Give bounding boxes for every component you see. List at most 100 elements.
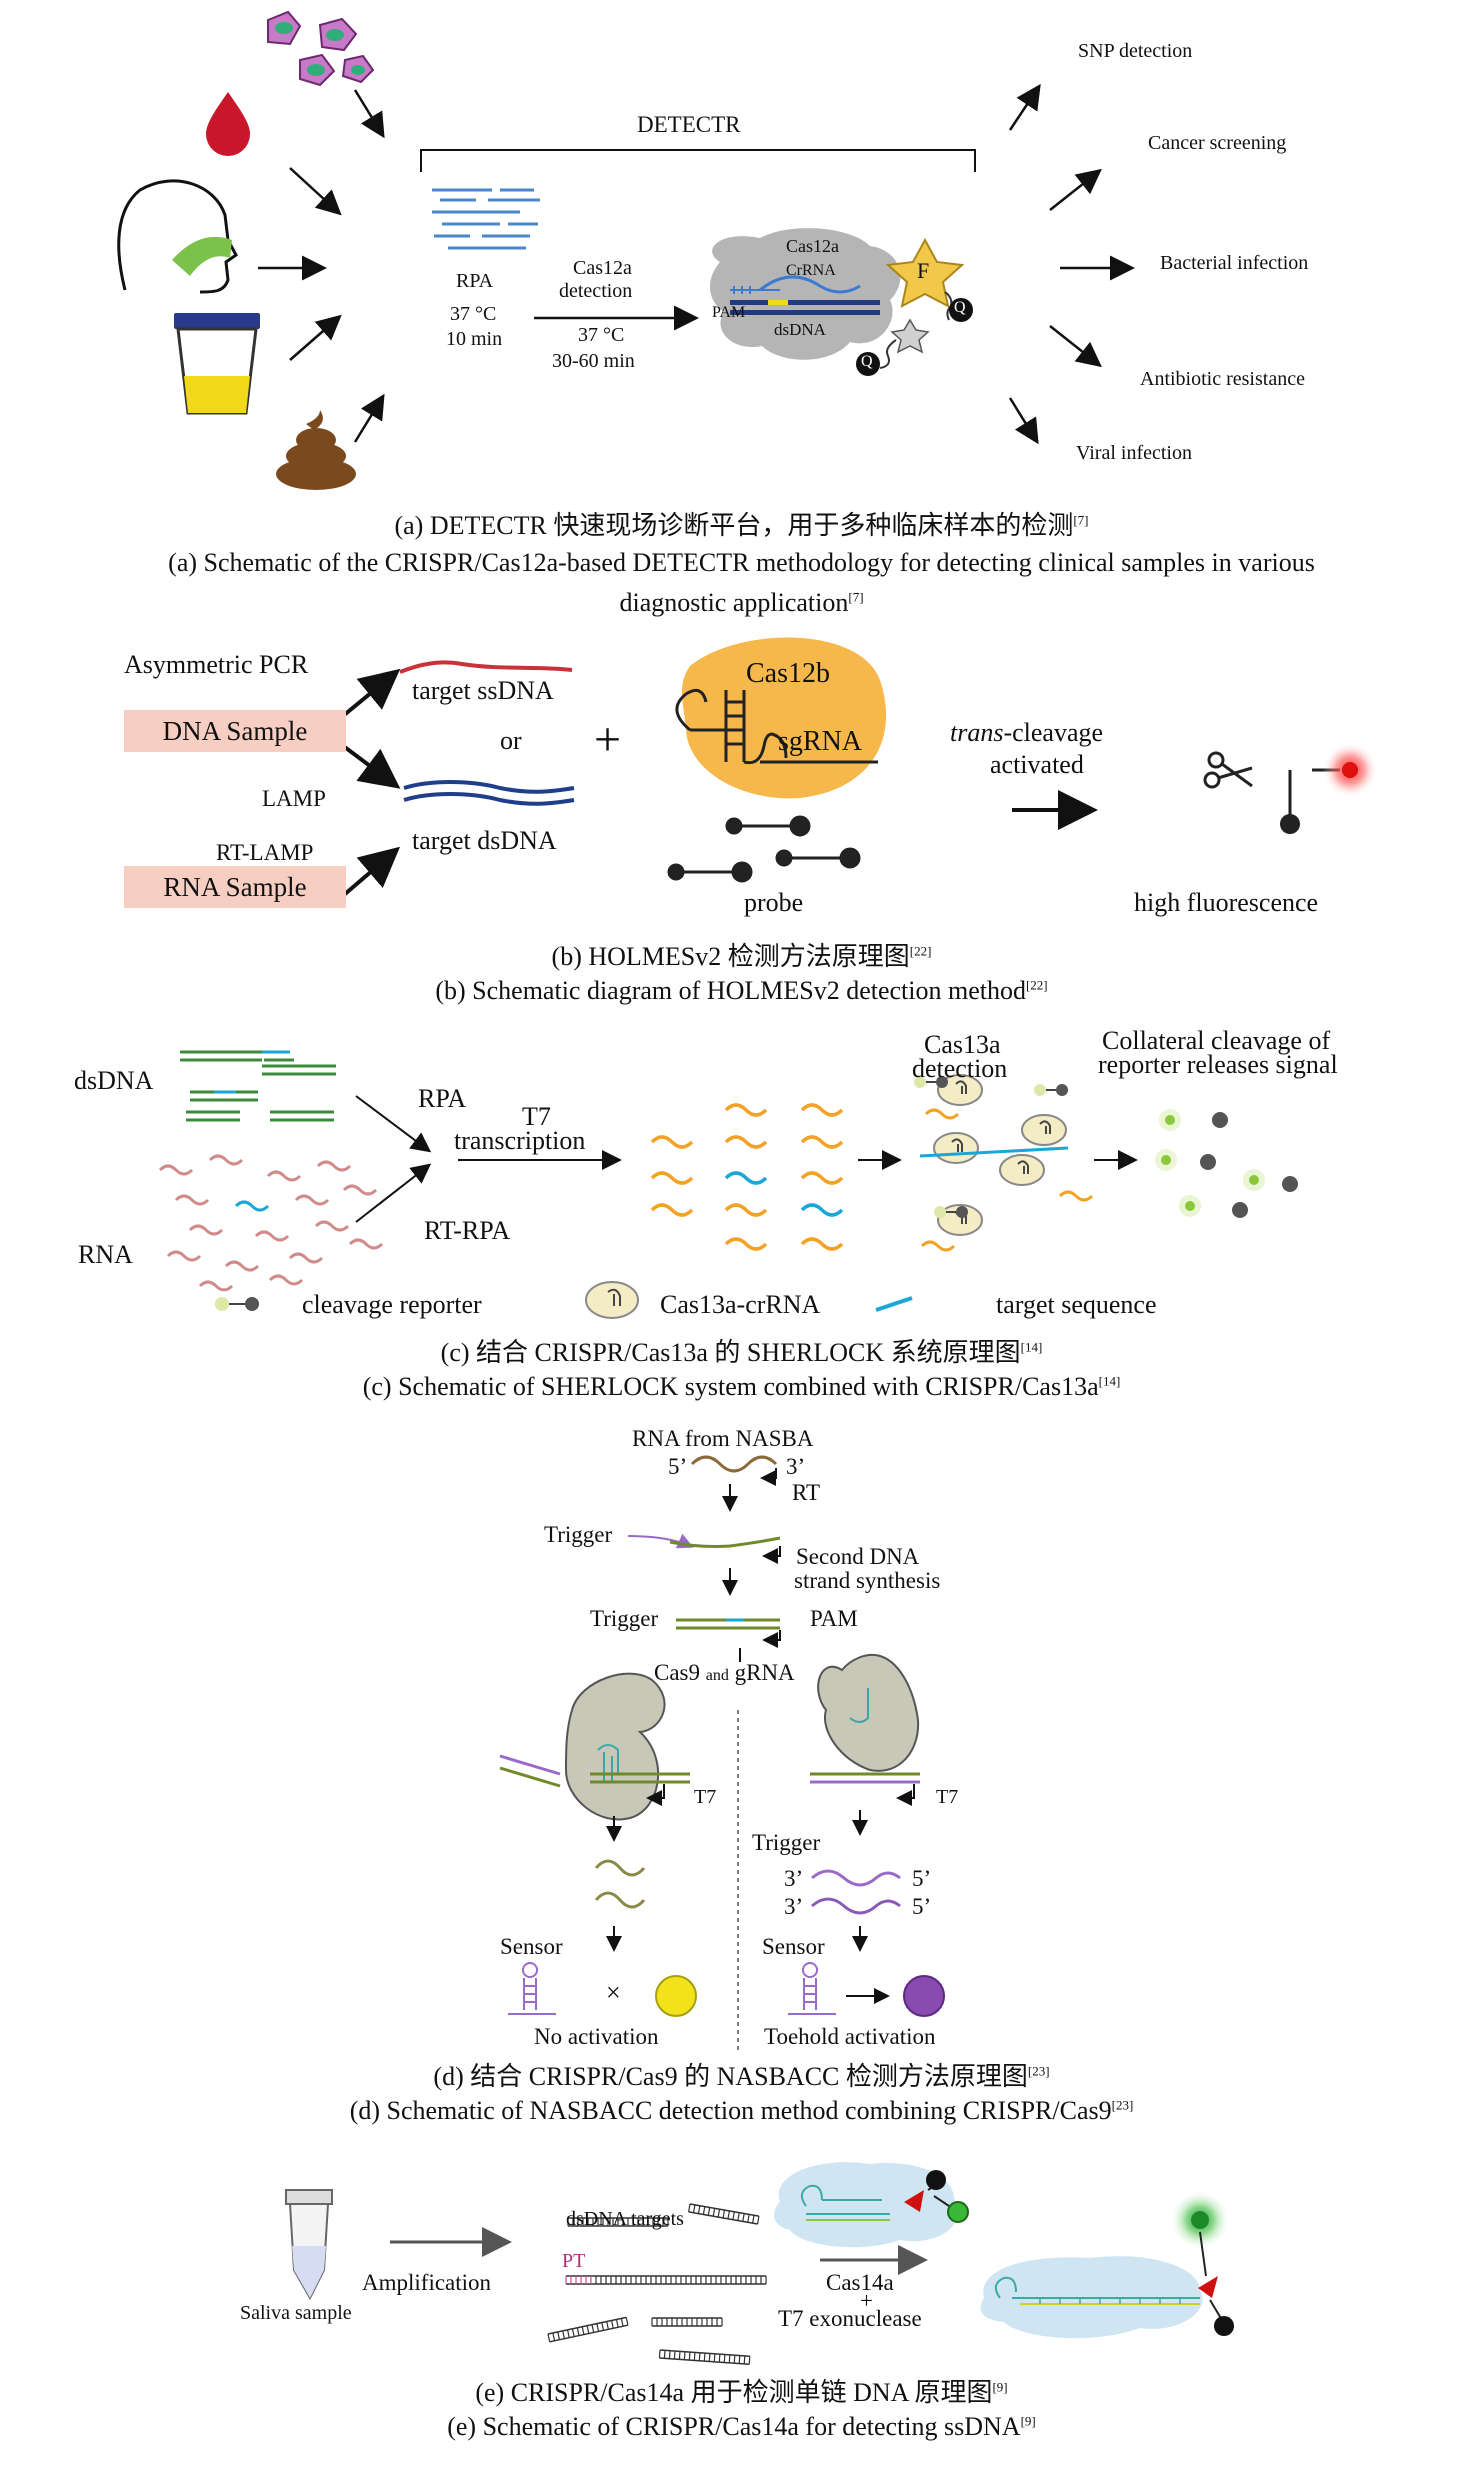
- rna-squiggle: [314, 1220, 350, 1232]
- released-quencher: [1282, 1176, 1298, 1192]
- caption-c-cn: (c) 结合 CRISPR/Cas13a 的 SHERLOCK 系统原理图[14…: [440, 1338, 1043, 1367]
- transcript-strand: [1058, 1190, 1094, 1202]
- pt-label: PT: [562, 2250, 586, 2272]
- panel-b: Asymmetric PCR DNA Sample LAMP RT-LAMP R…: [0, 630, 1483, 1010]
- app-bacterial: Bacterial infection: [1160, 252, 1309, 274]
- rt-rpa-label: RT-RPA: [424, 1216, 511, 1245]
- legend-target-label: target sequence: [996, 1290, 1157, 1319]
- reporter-fluor: [934, 1206, 946, 1218]
- t7-label: T7: [522, 1102, 551, 1131]
- sample-arrows: [258, 89, 385, 443]
- cas14a-complex-icon: [774, 2162, 969, 2248]
- cas12b-icon: [675, 637, 887, 799]
- transcript-strand: [800, 1103, 844, 1117]
- t7-exonuclease-label: T7 exonuclease: [778, 2306, 922, 2331]
- t7-label-right: T7: [936, 1786, 959, 1808]
- target-ssdna-label: target ssDNA: [412, 676, 554, 705]
- panel-e: Saliva sample Amplification dsDNA target…: [0, 2150, 1483, 2476]
- target-dsdna-label: target dsDNA: [412, 826, 557, 855]
- reporter-fluor: [914, 1076, 926, 1088]
- five-prime-r2: 5’: [912, 1894, 932, 1919]
- five-prime-label: 5’: [668, 1454, 688, 1479]
- cas12a-detection-line1: Cas12a: [573, 257, 632, 279]
- swab-icon: [172, 236, 232, 276]
- transcript-strand: [724, 1203, 768, 1217]
- sensor-right-icon: [788, 1962, 836, 2015]
- panel-d: RNA from NASBA 5’ 3’ RT Trigger Second D…: [0, 1426, 1483, 2150]
- rna-label: RNA: [78, 1240, 133, 1269]
- transcript-strand: [650, 1171, 694, 1185]
- cleaved-probe-quencher: [1280, 814, 1300, 834]
- trans-cleavage-label: trans-cleavage: [950, 718, 1104, 747]
- caption-b-cn: (b) HOLMESv2 检测方法原理图[22]: [551, 942, 932, 971]
- rna-squiggle: [254, 1230, 290, 1242]
- trigger-label-3: Trigger: [752, 1830, 821, 1855]
- panel-c: dsDNA RNA RPA RT-RPA T7 transcription Ca…: [0, 1026, 1483, 1430]
- released-fluor: [1185, 1201, 1195, 1211]
- dsdna-ladder: [567, 2217, 669, 2227]
- transcript-strand: [800, 1203, 844, 1217]
- cas13a-complex: [999, 1154, 1045, 1186]
- collateral-label-1: Collateral cleavage of: [1102, 1026, 1331, 1055]
- caption-e-cn: (e) CRISPR/Cas14a 用于检测单链 DNA 原理图[9]: [475, 2378, 1008, 2407]
- panel-b-graphics: [336, 637, 1378, 902]
- detection-temp: 37 °C: [578, 324, 625, 346]
- fluorophore-star-icon: [885, 237, 965, 308]
- rna-squiggle: [166, 1250, 202, 1262]
- reporter-quencher: [956, 1206, 968, 1218]
- panel-b-arrows: [336, 668, 1098, 902]
- reporter-quencher: [1056, 1084, 1068, 1096]
- released-reporters: [1155, 1109, 1298, 1218]
- three-prime-label: 3’: [786, 1454, 806, 1479]
- quencher-q-label-2: Q: [861, 353, 873, 370]
- dsdna-targets-icon: [547, 2203, 767, 2366]
- rna-squiggle: [288, 1252, 324, 1264]
- times-sign: ×: [606, 1978, 621, 2007]
- rna-squiggle: [266, 1170, 302, 1182]
- released-quencher: [1212, 1112, 1228, 1128]
- toehold-activation-label: Toehold activation: [764, 2024, 936, 2049]
- dsdna-cluster: [180, 1050, 336, 1122]
- high-fluorescence-label: high fluorescence: [1134, 888, 1319, 917]
- no-activation-label: No activation: [534, 2024, 659, 2049]
- sensor-left-icon: [508, 1962, 556, 2015]
- dsdna-ladder: [565, 2275, 767, 2285]
- ssdna-strand: [399, 660, 573, 674]
- cas13a-label: Cas13a: [924, 1030, 1001, 1059]
- released-fluor: [1249, 1175, 1259, 1185]
- caption-a-en-2: diagnostic application[7]: [619, 588, 864, 617]
- dna-sample-box: DNA Sample: [124, 710, 346, 752]
- dsdna-ladder: [547, 2316, 629, 2343]
- detectr-bracket: [420, 149, 976, 172]
- complex-dsdna-label: dsDNA: [774, 320, 826, 339]
- fluor-f-label: F: [917, 258, 930, 283]
- caption-c-en: (c) Schematic of SHERLOCK system combine…: [362, 1372, 1121, 1401]
- rna-squiggle: [174, 1194, 210, 1206]
- caption-a-cn: (a) DETECTR 快速现场诊断平台，用于多种临床样本的检测[7]: [394, 511, 1089, 540]
- rt-label: RT: [792, 1480, 821, 1505]
- three-prime-r1: 3’: [784, 1866, 804, 1891]
- left-rna-waves: [594, 1859, 646, 1909]
- released-fluor: [1161, 1155, 1171, 1165]
- rna-squiggle: [234, 1200, 270, 1212]
- plus-sign: +: [594, 713, 622, 766]
- lamp-label: LAMP: [262, 786, 326, 811]
- amplification-label: Amplification: [362, 2270, 492, 2295]
- rna-squiggle: [224, 1260, 260, 1272]
- dsdna-ladder: [651, 2317, 723, 2327]
- cas9-gRNA-label: Cas9 and gRNA: [654, 1660, 795, 1685]
- rpa-dna-lines: [432, 188, 540, 250]
- caption-e-en: (e) Schematic of CRISPR/Cas14a for detec…: [447, 2412, 1036, 2441]
- app-snp: SNP detection: [1078, 40, 1193, 62]
- reporter-quencher: [936, 1076, 948, 1088]
- rpa-label: RPA: [456, 270, 494, 292]
- rt-primer-hook: [760, 1468, 777, 1486]
- stool-icon: [276, 410, 356, 490]
- saliva-sample-label: Saliva sample: [240, 2302, 352, 2324]
- rpa-label-c: RPA: [418, 1084, 467, 1113]
- quencher-icon: [949, 298, 973, 322]
- rpa-time: 10 min: [446, 328, 503, 350]
- nasba-rna-wave: [690, 1455, 778, 1473]
- dsdna-ladder: [658, 2349, 751, 2366]
- transcript-strand: [724, 1135, 768, 1149]
